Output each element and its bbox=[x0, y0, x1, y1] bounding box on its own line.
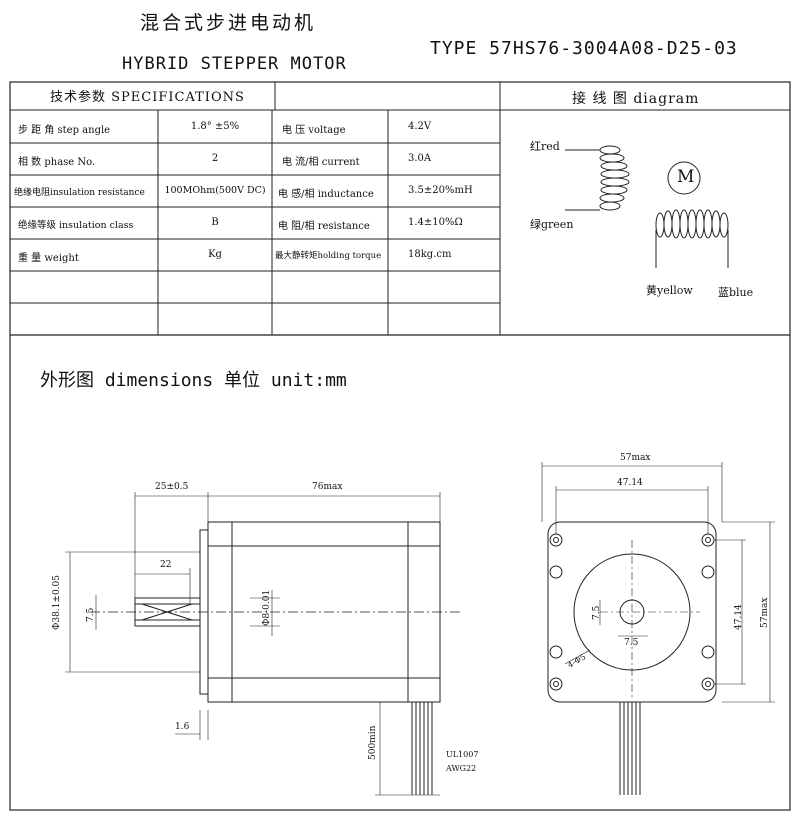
motor-symbol: M bbox=[677, 167, 695, 187]
model-type: TYPE 57HS76-3004A08-D25-03 bbox=[430, 38, 738, 59]
spec-label-weight: 重 量 weight bbox=[18, 253, 79, 264]
dim-flange-thickness: 1.6 bbox=[175, 722, 190, 732]
wire-label-yellow: 黄yellow bbox=[646, 284, 693, 297]
spec-value-insulation-class: B bbox=[211, 217, 219, 228]
spec-value-weight: Kg bbox=[208, 249, 222, 260]
wiring-diagram-header: 接 线 图 diagram bbox=[572, 91, 700, 107]
spec-value-current: 3.0A bbox=[408, 153, 432, 164]
spec-value-inductance: 3.5±20%mH bbox=[408, 185, 473, 196]
dim-flat-width: 7.5 bbox=[86, 607, 96, 622]
title-english: HYBRID STEPPER MOTOR bbox=[122, 54, 347, 74]
dim-shaft-diameter: Φ8-0.01 bbox=[262, 589, 272, 626]
dim-front-flat-height: 7.5 bbox=[624, 638, 639, 648]
spec-value-step-angle: 1.8° ±5% bbox=[190, 121, 240, 132]
spec-label-inductance: 电 感/相 inductance bbox=[278, 189, 374, 200]
spec-label-holding-torque: 最大静转矩holding torque bbox=[275, 251, 382, 261]
spec-value-insulation-resistance: 100MOhm(500V DC) bbox=[164, 185, 266, 196]
dim-front-height: 57max bbox=[760, 597, 770, 628]
spec-label-step-angle: 步 距 角 step angle bbox=[18, 125, 111, 136]
wire-spec-awg: AWG22 bbox=[446, 764, 477, 773]
spec-value-voltage: 4.2V bbox=[408, 121, 432, 132]
spec-value-holding-torque: 18kg.cm bbox=[408, 249, 452, 260]
dim-body-length: 76max bbox=[312, 482, 343, 492]
spec-label-voltage: 电 压 voltage bbox=[282, 125, 346, 136]
wire-label-green: 绿green bbox=[530, 218, 574, 231]
dim-front-flat-width: 7.5 bbox=[592, 605, 602, 620]
spec-value-resistance: 1.4±10%Ω bbox=[408, 217, 463, 228]
specifications-header: 技术参数 SPECIFICATIONS bbox=[50, 90, 245, 105]
dim-boss-diameter: Φ38.1±0.05 bbox=[52, 575, 62, 630]
title-chinese: 混合式步进电动机 bbox=[140, 12, 317, 34]
dim-shaft-length: 25±0.5 bbox=[155, 482, 189, 492]
dim-flat-length: 22 bbox=[160, 560, 172, 570]
dim-lead-length: 500min bbox=[368, 725, 378, 760]
dim-hole-pitch: 47.14 bbox=[617, 478, 643, 488]
wire-label-red: 红red bbox=[530, 140, 560, 153]
spec-label-insulation-resistance: 绝缘电阻insulation resistance bbox=[14, 188, 145, 198]
dimensions-title: 外形图 dimensions 单位 unit:mm bbox=[40, 370, 347, 391]
dim-front-width: 57max bbox=[620, 453, 651, 463]
dim-hole-pitch-vertical: 47.14 bbox=[734, 604, 744, 630]
wire-spec-ul: UL1007 bbox=[446, 750, 479, 759]
spec-label-insulation-class: 绝缘等级 insulation class bbox=[18, 220, 134, 231]
wiring-diagram bbox=[565, 145, 729, 268]
spec-value-phase: 2 bbox=[211, 153, 219, 164]
spec-label-current: 电 流/相 current bbox=[282, 157, 360, 168]
spec-label-resistance: 电 阻/相 resistance bbox=[278, 221, 370, 232]
spec-label-phase: 相 数 phase No. bbox=[18, 157, 96, 168]
wire-label-blue: 蓝blue bbox=[718, 286, 754, 299]
